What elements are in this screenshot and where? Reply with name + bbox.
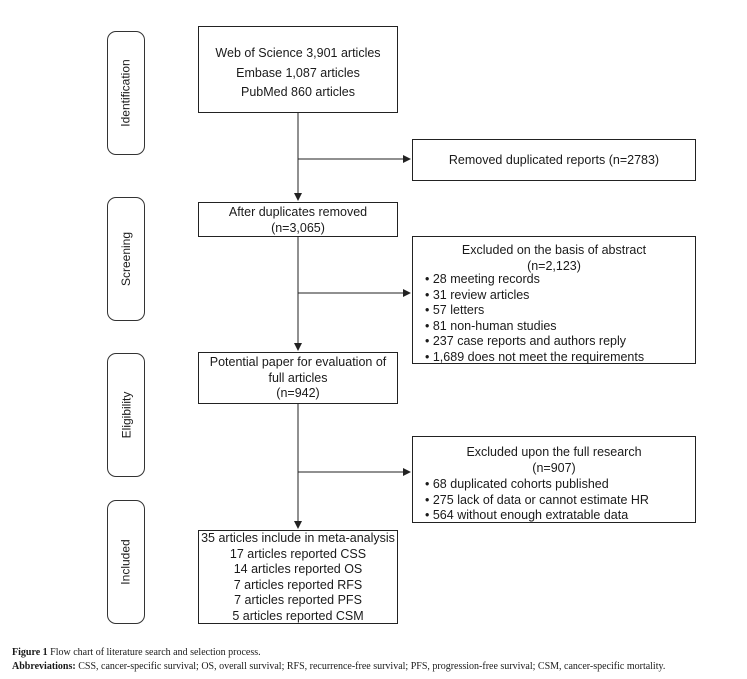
excluded-full-list: 68 duplicated cohorts published 275 lack…: [425, 477, 695, 524]
excluded-abstract-box: Excluded on the basis of abstract (n=2,1…: [412, 236, 696, 364]
abbreviations-label: Abbreviations:: [12, 661, 76, 672]
potential-paper-line2: full articles: [268, 370, 328, 385]
included-total: 35 articles include in meta-analysis: [201, 531, 395, 545]
potential-paper-box: Potential paper for evaluation of full a…: [198, 352, 398, 404]
stage-identification: Identification: [107, 31, 145, 155]
after-duplicates-count: (n=3,065): [271, 220, 325, 235]
abbreviations-caption: Abbreviations: CSS, cancer-specific surv…: [12, 660, 742, 673]
list-item: 1,689 does not meet the requirements: [425, 350, 695, 366]
excluded-abstract-list: 28 meeting records 31 review articles 57…: [425, 272, 695, 365]
list-item: 28 meeting records: [425, 272, 695, 288]
list-item: 275 lack of data or cannot estimate HR: [425, 493, 695, 509]
removed-duplicates-box: Removed duplicated reports (n=2783): [412, 139, 696, 181]
excluded-full-title: Excluded upon the full research: [466, 445, 642, 459]
excluded-full-count: (n=907): [532, 460, 576, 475]
excluded-abstract-count: (n=2,123): [527, 258, 581, 273]
included-css: 17 articles reported CSS: [229, 546, 367, 561]
sources-box: Web of Science 3,901 articles Embase 1,0…: [198, 26, 398, 113]
included-pfs: 7 articles reported PFS: [234, 593, 362, 607]
excluded-full-box: Excluded upon the full research (n=907) …: [412, 436, 696, 523]
stage-included: Included: [107, 500, 145, 624]
abbreviations-text: CSS, cancer-specific survival; OS, overa…: [75, 661, 666, 672]
potential-paper-line1: Potential paper for evaluation of: [209, 355, 387, 369]
included-os: 14 articles reported OS: [233, 562, 363, 576]
after-duplicates-box: After duplicates removed (n=3,065): [198, 202, 398, 237]
figure-caption: Figure 1 Flow chart of literature search…: [12, 646, 742, 659]
excluded-abstract-title: Excluded on the basis of abstract: [461, 243, 647, 257]
list-item: 31 review articles: [425, 288, 695, 304]
list-item: 237 case reports and authors reply: [425, 334, 695, 350]
source-pubmed: PubMed 860 articles: [241, 85, 355, 99]
stage-screening: Screening: [107, 197, 145, 321]
list-item: 81 non-human studies: [425, 319, 695, 335]
stage-eligibility: Eligibility: [107, 353, 145, 477]
list-item: 68 duplicated cohorts published: [425, 477, 695, 493]
source-embase: Embase 1,087 articles: [236, 65, 360, 80]
included-rfs: 7 articles reported RFS: [233, 577, 363, 592]
included-csm: 5 articles reported CSM: [232, 608, 364, 623]
removed-duplicates-text: Removed duplicated reports (n=2783): [448, 153, 660, 167]
figure-label: Figure 1: [12, 647, 48, 658]
list-item: 57 letters: [425, 303, 695, 319]
list-item: 564 without enough extratable data: [425, 508, 695, 524]
after-duplicates-title: After duplicates removed: [228, 205, 368, 219]
included-box: 35 articles include in meta-analysis 17 …: [198, 530, 398, 624]
source-web-of-science: Web of Science 3,901 articles: [215, 46, 381, 60]
figure-title: Flow chart of literature search and sele…: [47, 647, 261, 658]
potential-paper-count: (n=942): [276, 386, 320, 400]
